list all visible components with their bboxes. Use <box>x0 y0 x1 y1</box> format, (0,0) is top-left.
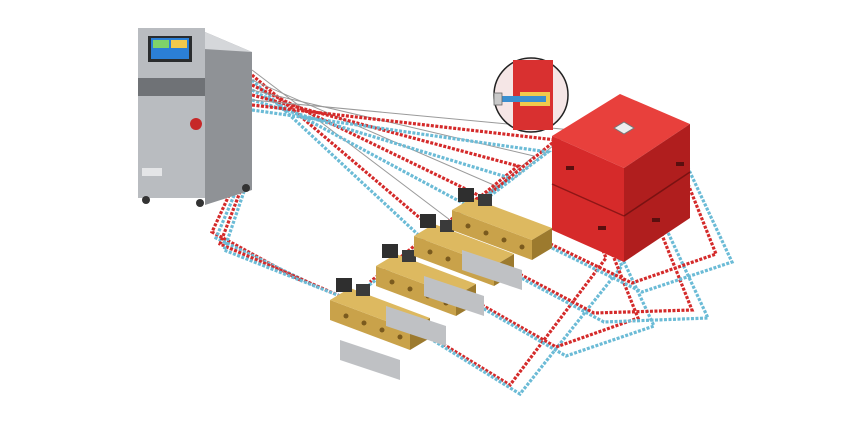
supply-line <box>541 163 719 285</box>
manifold-body <box>376 266 456 316</box>
manifold-port <box>407 286 413 292</box>
return-line <box>509 223 711 324</box>
tcu-caster-wheel <box>196 199 204 207</box>
mould-parting-line <box>623 171 691 217</box>
manifold-port <box>379 327 385 333</box>
manifold-port <box>361 320 367 326</box>
manifold-port <box>389 279 395 285</box>
supply-line <box>503 219 695 315</box>
manifold-port <box>343 313 349 319</box>
tcu-caster-wheel <box>242 184 250 192</box>
mould-port <box>598 226 606 230</box>
tcu-screen-panel <box>171 40 187 48</box>
solenoid-valve-icon <box>458 188 474 202</box>
mould-parting-line <box>551 183 625 217</box>
sprue-bushing-icon <box>613 121 635 135</box>
manifold-side <box>532 228 552 260</box>
solenoid-valve-icon <box>402 250 416 262</box>
solenoid-valve-icon <box>440 220 454 232</box>
manifold-port <box>465 223 471 229</box>
inset-pin-head <box>493 92 503 106</box>
signal-line <box>251 89 536 207</box>
manifold-stand <box>386 306 446 346</box>
manifold-port <box>501 237 507 243</box>
temperature-control-unit <box>138 28 252 207</box>
solenoid-valve-icon <box>382 244 398 258</box>
tcu-nameplate <box>142 168 162 176</box>
mould-side-face <box>624 124 690 262</box>
tcu-caster-wheel <box>142 196 150 204</box>
manifold-top <box>452 198 552 240</box>
solenoid-valve-icon <box>420 214 436 228</box>
manifold-stand <box>340 340 400 380</box>
supply-line <box>465 227 641 349</box>
tcu-emergency-stop <box>190 118 202 130</box>
return-line <box>251 108 553 204</box>
manifold-port <box>445 256 451 262</box>
valve-manifold <box>452 188 552 290</box>
solenoid-valve-icon <box>356 284 370 296</box>
tcu-side-panel <box>205 32 252 205</box>
manifold-stand <box>424 276 484 316</box>
valve-manifolds <box>330 188 552 380</box>
tcu-screen-panel <box>153 40 169 48</box>
manifold-port <box>519 244 525 250</box>
return-line <box>471 231 657 358</box>
supply-line <box>209 149 301 282</box>
manifold-port <box>427 249 433 255</box>
manifold-stand <box>462 250 522 290</box>
manifold-port <box>397 334 403 340</box>
cooling-channel-detail-inset <box>493 57 569 133</box>
manifold-port <box>483 230 489 236</box>
solenoid-valve-icon <box>478 194 492 206</box>
return-line <box>547 167 735 294</box>
return-line <box>221 173 361 306</box>
mould-port <box>676 162 684 166</box>
manifold-body <box>452 210 532 260</box>
inset-cooling-pin <box>500 96 546 102</box>
solenoid-valve-icon <box>336 278 352 292</box>
manifold-top <box>414 224 514 266</box>
manifold-body <box>330 300 410 350</box>
tcu-control-strip <box>138 78 205 96</box>
mould-port <box>652 218 660 222</box>
mould-block <box>551 94 691 262</box>
mould-port <box>566 166 574 170</box>
